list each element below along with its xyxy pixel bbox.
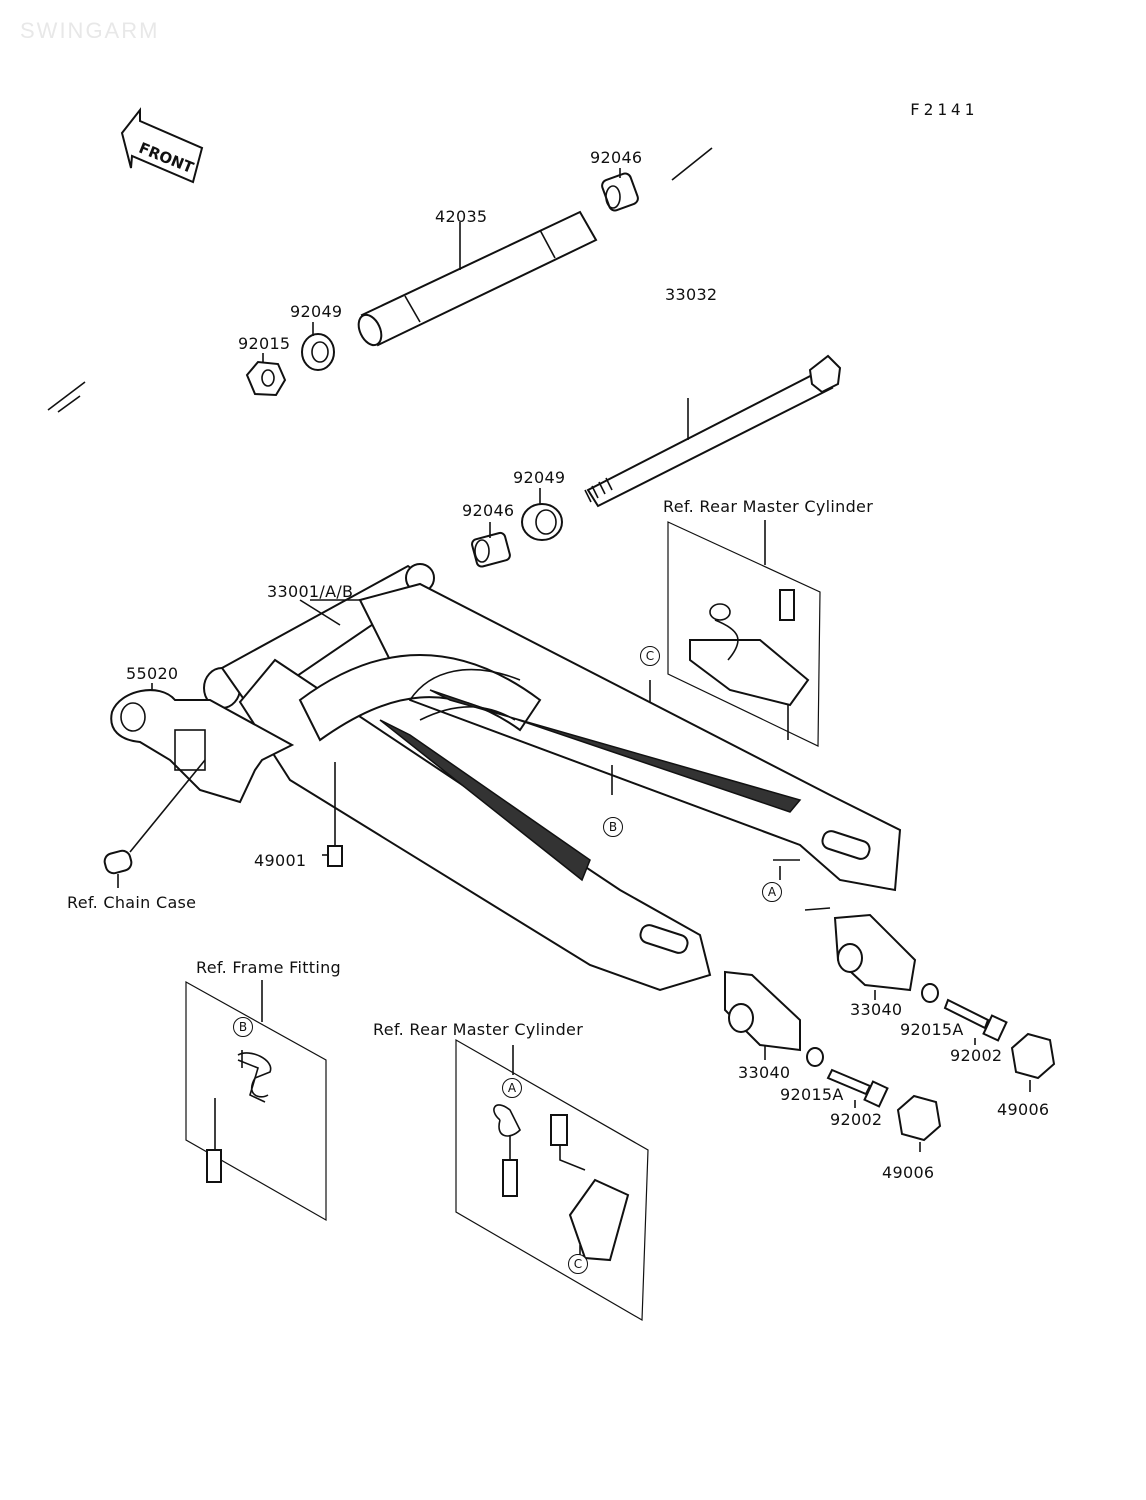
ref-label-rear-master-cylinder: Ref. Rear Master Cylinder [663, 497, 874, 516]
nut-92015 [245, 353, 287, 397]
chain-guide-55020 [110, 683, 295, 804]
ref-panel-bottom [455, 1038, 649, 1322]
marker-c: C [568, 1254, 588, 1274]
part-label-92002: 92002 [950, 1046, 1003, 1065]
part-label-92015A: 92015A [900, 1020, 964, 1039]
part-label-92015A: 92015A [780, 1085, 844, 1104]
sleeve-42035 [357, 210, 598, 347]
ref-label-rear-master-cylinder: Ref. Rear Master Cylinder [373, 1020, 584, 1039]
direction-line [57, 395, 81, 413]
seal-92049-mid [521, 488, 563, 541]
adjuster-33040-left [724, 970, 801, 1060]
part-label-92002: 92002 [830, 1110, 883, 1129]
marker-b: B [233, 1017, 253, 1037]
collar [103, 759, 206, 888]
ref-label-chain-case: Ref. Chain Case [67, 893, 197, 912]
ref-panel-top [667, 520, 821, 747]
marker-a: A [502, 1078, 522, 1098]
part-label-55020: 55020 [126, 664, 179, 683]
marker-b: B [603, 817, 623, 837]
washer-92015A-left [806, 1047, 824, 1067]
part-label-92046: 92046 [590, 148, 643, 167]
marker-a: A [762, 882, 782, 902]
nut-49006-left [896, 1094, 942, 1152]
part-label-92015: 92015 [238, 334, 291, 353]
adjuster-33040-right [804, 907, 917, 1000]
nut-49006-right [1010, 1032, 1056, 1092]
part-label-33040: 33040 [850, 1000, 903, 1019]
grease-nipple-49001 [322, 762, 343, 867]
part-label-49006: 49006 [882, 1163, 935, 1182]
part-label-92046: 92046 [462, 501, 515, 520]
part-label-49001: 49001 [254, 851, 307, 870]
part-label-33001: 33001/A/B [267, 582, 354, 601]
direction-line [671, 147, 713, 181]
bolt-92002-right [943, 998, 1008, 1045]
bearing-92046-mid [471, 522, 511, 568]
bearing-92046-top [601, 168, 639, 212]
part-label-49006: 49006 [997, 1100, 1050, 1119]
part-label-33032: 33032 [665, 285, 718, 304]
part-label-92049: 92049 [290, 302, 343, 321]
ref-label-frame-fitting: Ref. Frame Fitting [196, 958, 341, 977]
part-label-42035: 42035 [435, 207, 488, 226]
pivot-shaft-33032 [584, 354, 842, 508]
ref-panel-frame-fitting [185, 980, 327, 1222]
watermark-title: SWINGARM [20, 18, 160, 43]
part-label-92049: 92049 [513, 468, 566, 487]
part-label-33040: 33040 [738, 1063, 791, 1082]
direction-line [47, 381, 86, 411]
washer-92015A-right [921, 983, 939, 1003]
bolt-92002-left [826, 1068, 889, 1108]
marker-c: C [640, 646, 660, 666]
swingarm-33001 [203, 563, 902, 992]
seal-92049-top [301, 322, 335, 371]
figure-code: F2141 [910, 100, 979, 119]
front-arrow-icon: FRONT [120, 107, 204, 184]
